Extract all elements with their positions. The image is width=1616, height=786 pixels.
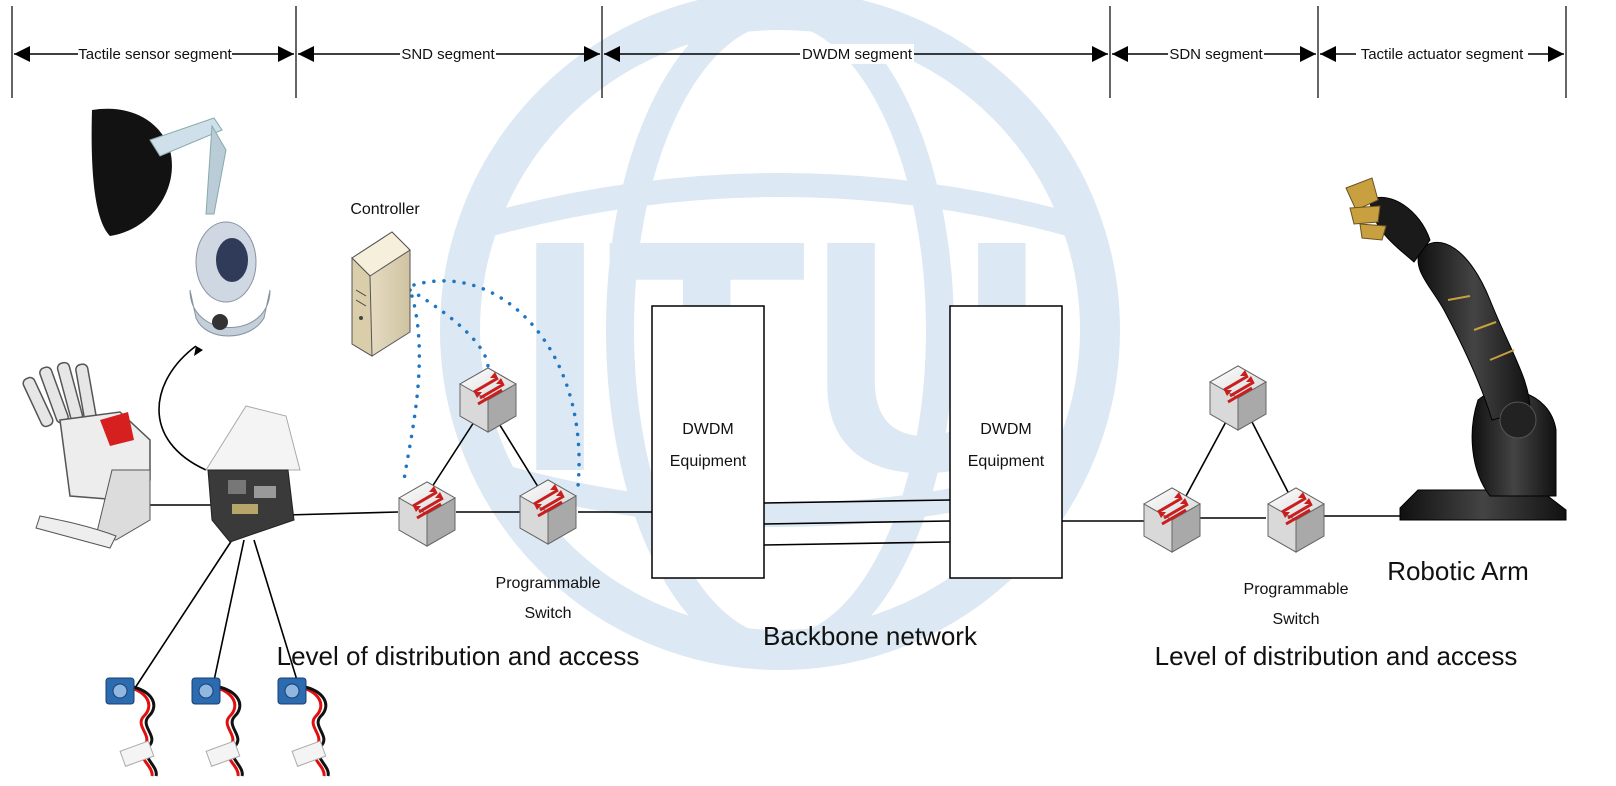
robotic-hand-image xyxy=(22,361,151,549)
right-switch-right-icon xyxy=(1266,486,1326,554)
svg-text:Equipment: Equipment xyxy=(968,453,1045,470)
level-distribution-access-left: Level of distribution and access xyxy=(277,641,640,671)
right-switch-top-icon xyxy=(1208,364,1268,432)
segment-label-dwdm: DWDM segment xyxy=(802,46,913,63)
svg-text:Equipment: Equipment xyxy=(670,453,747,470)
tactile-sensor-2-image xyxy=(190,676,244,778)
svg-text:DWDM: DWDM xyxy=(682,421,734,438)
robotic-arm-label: Robotic Arm xyxy=(1387,556,1529,586)
controller-dotted-links xyxy=(402,279,581,488)
tactile-sensor-3-image xyxy=(276,676,330,778)
arrow-to-haptic-device xyxy=(194,346,203,356)
network-links xyxy=(110,345,1410,691)
robotic-arm-image xyxy=(1345,177,1567,521)
dwdm-equipment-left: DWDM Equipment xyxy=(651,305,765,579)
programmable-switch-label-right-1: Programmable xyxy=(1244,581,1349,598)
programmable-switch-label-left-2: Switch xyxy=(524,605,571,622)
backbone-network-label: Backbone network xyxy=(763,621,978,651)
controller-server-icon xyxy=(351,231,411,357)
segment-label-sdn: SDN segment xyxy=(1169,46,1263,63)
gateway-board-image xyxy=(205,405,301,543)
svg-text:DWDM: DWDM xyxy=(980,421,1032,438)
level-distribution-access-right: Level of distribution and access xyxy=(1155,641,1518,671)
right-switch-left-icon xyxy=(1142,486,1202,554)
segment-label-tactile-sensor: Tactile sensor segment xyxy=(78,46,232,63)
segment-label-snd: SND segment xyxy=(401,46,495,63)
programmable-switch-label-left-1: Programmable xyxy=(496,575,601,592)
haptic-device-image xyxy=(86,104,271,337)
segment-dividers xyxy=(11,6,1567,98)
programmable-switch-label-right-2: Switch xyxy=(1272,611,1319,628)
tactile-sensor-1-image xyxy=(104,676,158,778)
controller-label: Controller xyxy=(350,201,420,218)
segment-label-tactile-actuator: Tactile actuator segment xyxy=(1361,46,1524,63)
left-switch-left-icon xyxy=(397,480,457,548)
dwdm-equipment-right: DWDM Equipment xyxy=(949,305,1063,579)
